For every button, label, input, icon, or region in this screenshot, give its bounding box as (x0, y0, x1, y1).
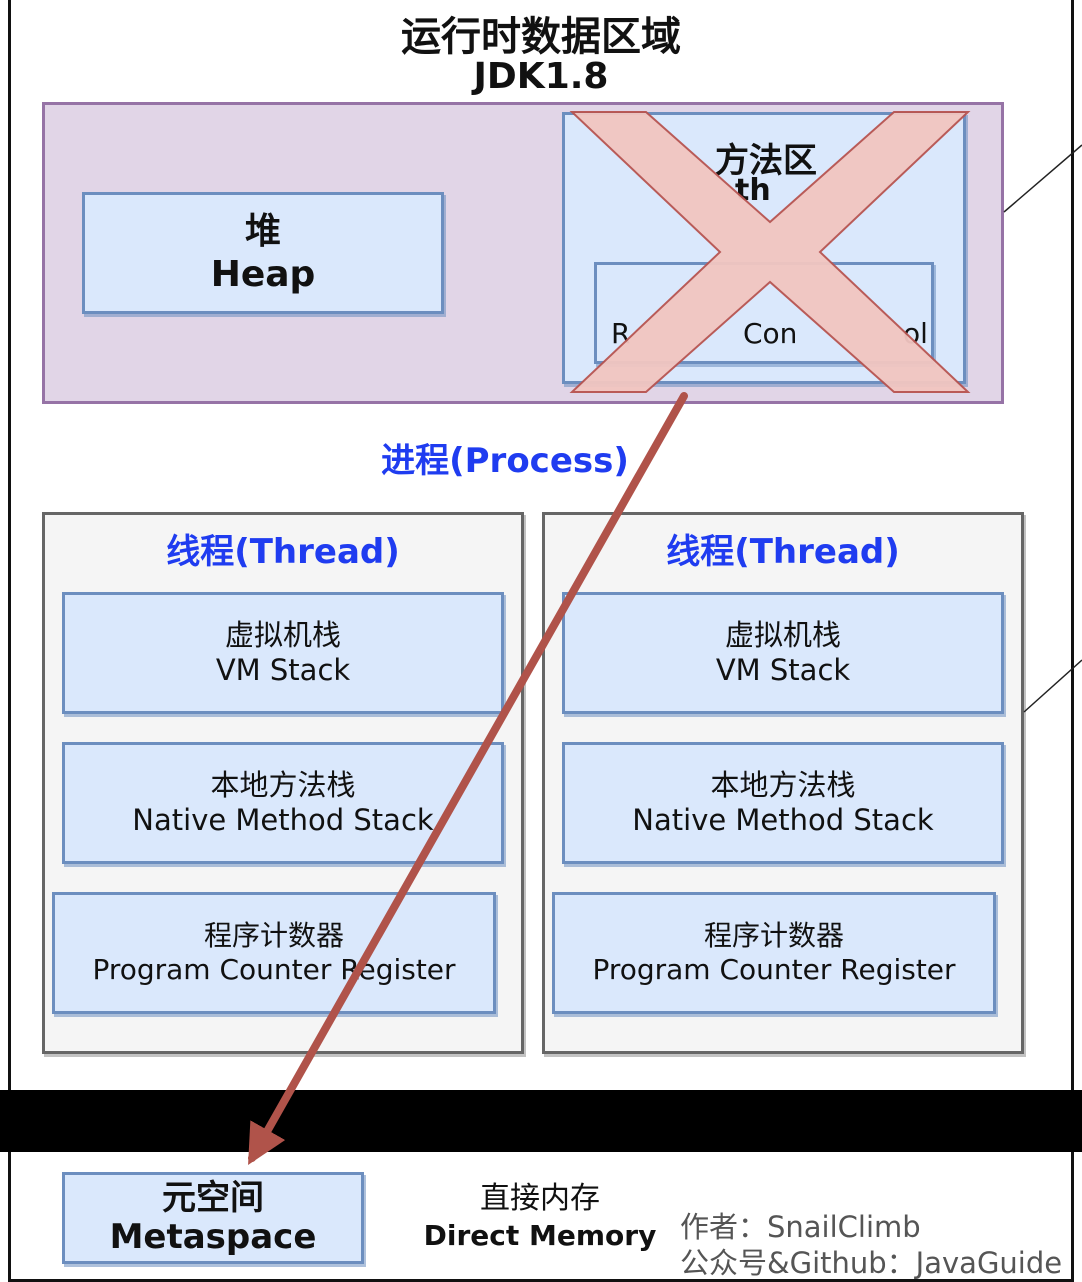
native-stack-label-cn-1: 本地方法栈 (210, 768, 356, 803)
constant-pool-text-right: ol (903, 317, 928, 350)
native-stack-box-1: 本地方法栈 Native Method Stack (62, 742, 504, 864)
native-stack-box-2: 本地方法栈 Native Method Stack (562, 742, 1004, 864)
thread-label-1: 线程(Thread) (166, 532, 400, 572)
separator-band (0, 1090, 1082, 1152)
author-credit: 作者：SnailClimb (680, 1210, 921, 1244)
pc-register-label-en-2: Program Counter Register (592, 953, 956, 986)
native-stack-label-en-2: Native Method Stack (632, 803, 934, 837)
pc-register-box-1: 程序计数器 Program Counter Register (52, 892, 496, 1014)
vm-stack-label-en-2: VM Stack (715, 653, 851, 687)
off-heap-frame (8, 1152, 1074, 1282)
metaspace-label-cn: 元空间 (162, 1177, 264, 1218)
constant-pool-text-left: R (611, 317, 631, 350)
vm-stack-box-1: 虚拟机栈 VM Stack (62, 592, 504, 714)
metaspace-box: 元空间 Metaspace (62, 1172, 364, 1264)
vm-stack-box-2: 虚拟机栈 VM Stack (562, 592, 1004, 714)
pc-register-label-cn-1: 程序计数器 (203, 919, 344, 953)
constant-pool-text-mid: Con (743, 317, 798, 350)
source-credit: 公众号&Github：JavaGuide (680, 1246, 1063, 1280)
direct-memory-label-cn: 直接内存 (480, 1181, 600, 1216)
method-area-label-en: th (735, 173, 771, 208)
diagram-title: 运行时数据区域 (401, 14, 681, 60)
native-stack-label-cn-2: 本地方法栈 (710, 768, 856, 803)
heap-box: 堆 Heap (82, 192, 444, 314)
diagram-subtitle: JDK1.8 (473, 56, 609, 97)
native-stack-label-en-1: Native Method Stack (132, 803, 434, 837)
heap-label-en: Heap (210, 254, 316, 295)
runtime-frame (8, 0, 1074, 1090)
direct-memory-label: 直接内存 Direct Memory (420, 1180, 660, 1253)
pc-register-box-2: 程序计数器 Program Counter Register (552, 892, 996, 1014)
constant-pool-box: R Con ol (594, 262, 934, 364)
vm-stack-label-cn-2: 虚拟机栈 (724, 618, 841, 653)
vm-stack-label-cn-1: 虚拟机栈 (224, 618, 341, 653)
metaspace-label-en: Metaspace (109, 1217, 317, 1257)
direct-memory-label-en: Direct Memory (423, 1218, 657, 1252)
heap-label-cn: 堆 (244, 210, 281, 252)
process-label: 进程(Process) (381, 441, 629, 481)
pc-register-label-en-1: Program Counter Register (92, 953, 456, 986)
vm-stack-label-en-1: VM Stack (215, 653, 351, 687)
pc-register-label-cn-2: 程序计数器 (703, 919, 844, 953)
thread-label-2: 线程(Thread) (666, 532, 900, 572)
